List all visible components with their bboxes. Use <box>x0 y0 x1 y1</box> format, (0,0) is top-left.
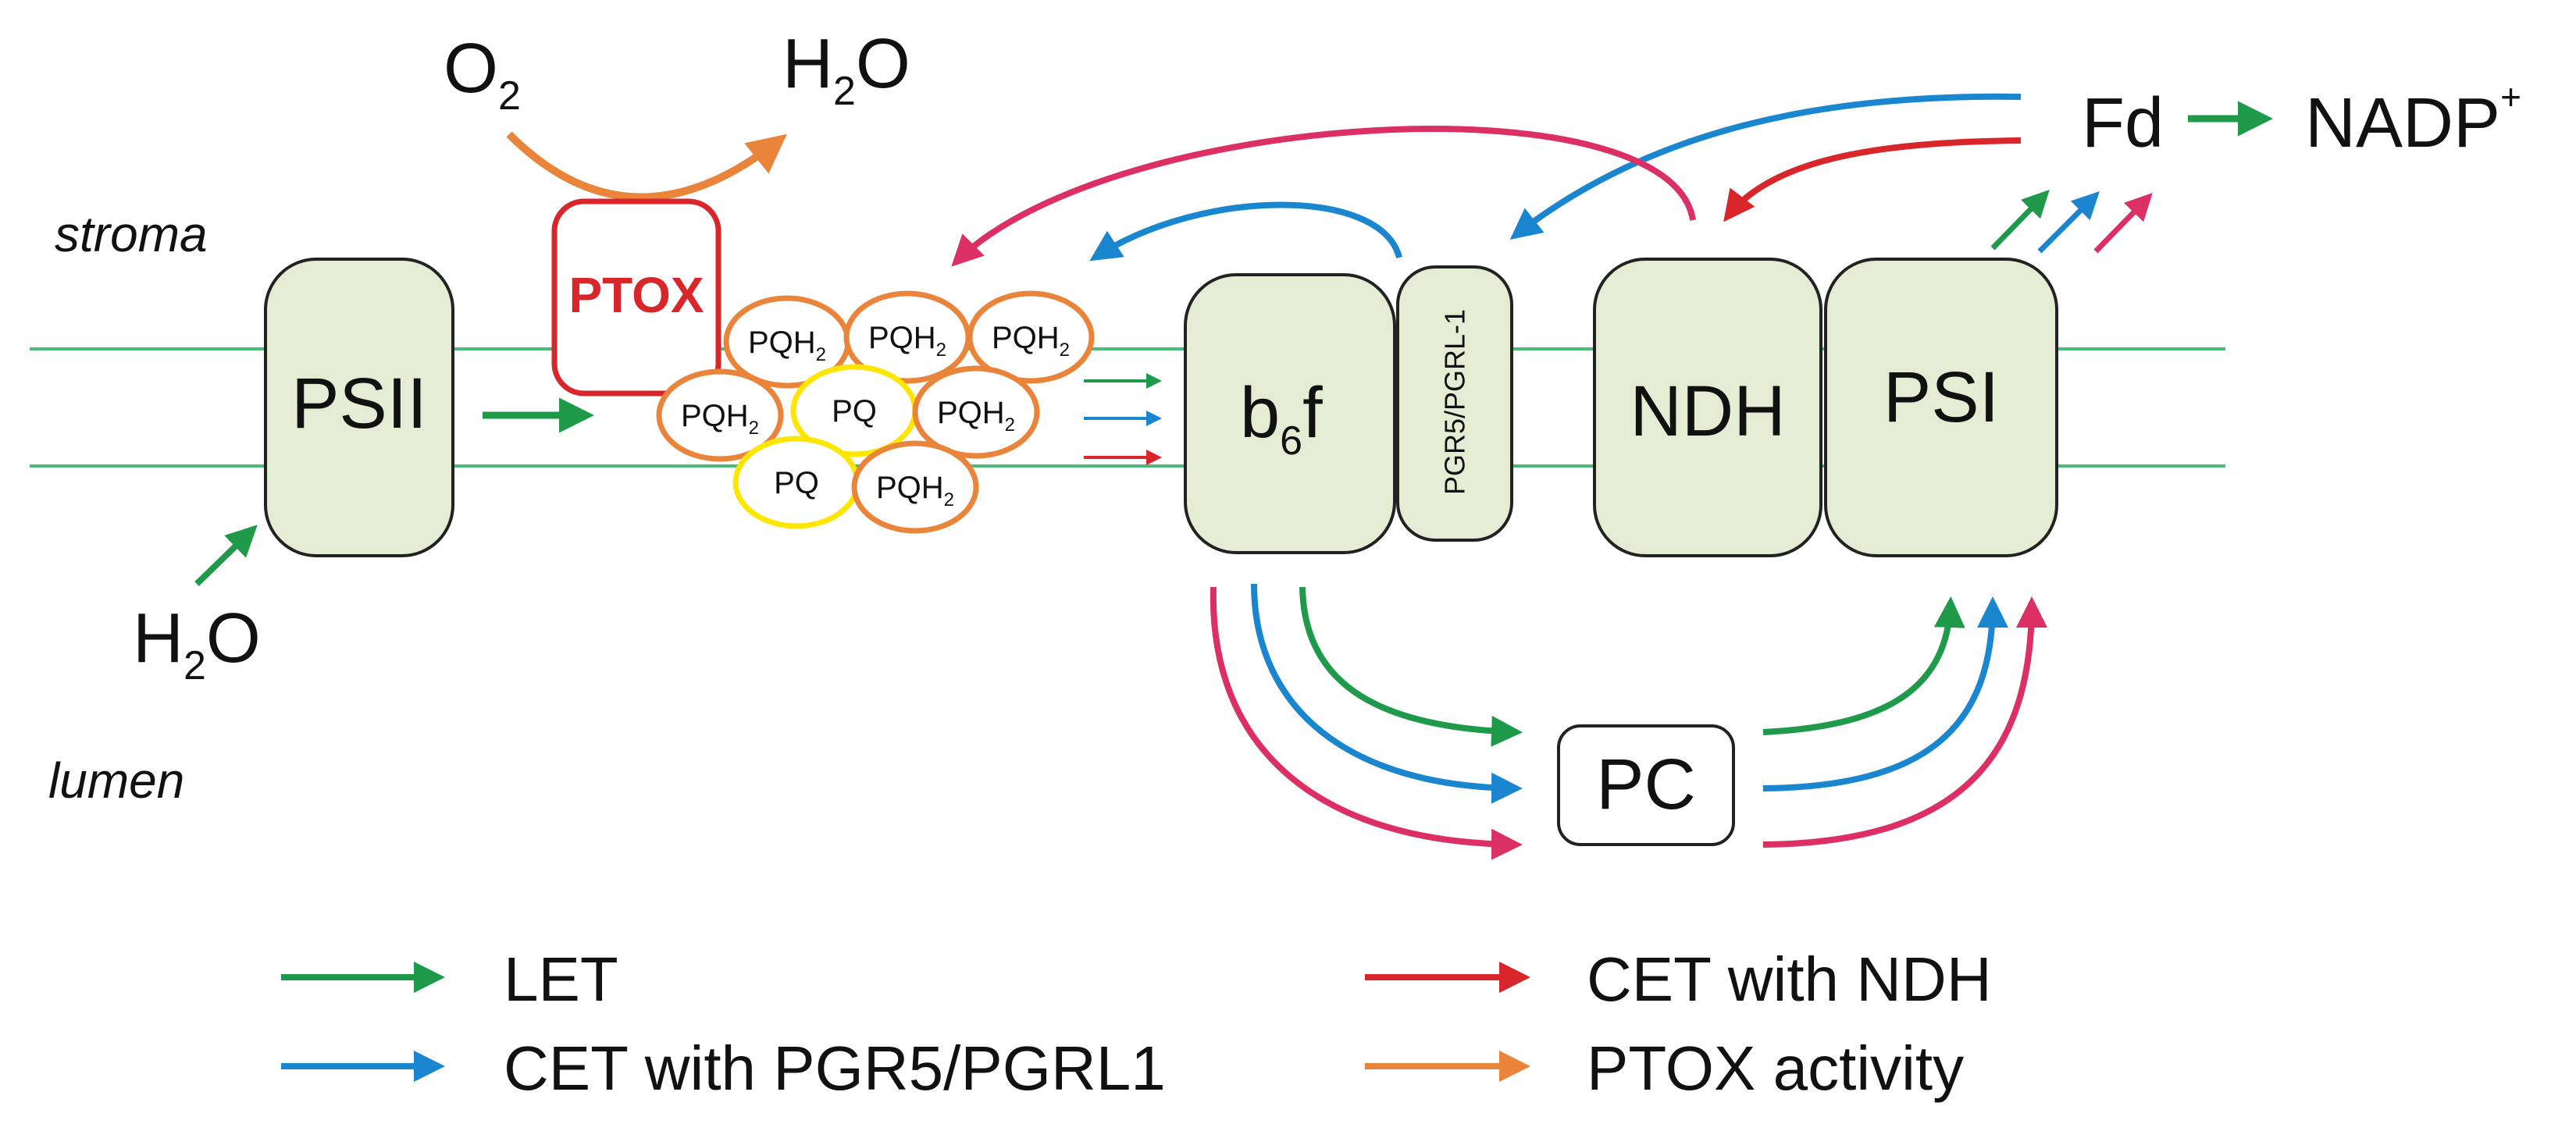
pc-box <box>1557 724 1735 846</box>
h2o-substrate-label: H2O <box>133 599 261 688</box>
pqh2-ring <box>912 365 1040 459</box>
o2-label: O2 <box>444 30 521 119</box>
nadp-label: NADP+ <box>2305 76 2521 162</box>
ndh-label: NDH <box>1630 372 1785 451</box>
psi-complex <box>1824 258 2058 557</box>
water-to-psii-arrow <box>194 525 258 586</box>
b6f-label: b6f <box>1240 373 1323 464</box>
stroma-label: stroma <box>55 206 208 262</box>
pqh2-ring <box>851 440 979 534</box>
ndh-complex <box>1593 258 1822 557</box>
pc-to-psi-pgr5-arrow <box>1762 596 2008 791</box>
psi-label: PSI <box>1883 357 1999 437</box>
plastoquinone-pool: PQH2 PQH2 PQH2 PQH2 PQ PQH2 PQ PQH2 <box>656 290 1095 534</box>
legend-pgr5-label: CET with PGR5/PGRL1 <box>504 1033 1166 1103</box>
fd-to-pgr5-arrow <box>1509 93 2022 240</box>
pqh2-label: PQH2 <box>868 321 946 361</box>
pq-label: PQ <box>832 394 877 429</box>
pc-label: PC <box>1596 745 1696 824</box>
psi-to-fd-ndh-arrow <box>2093 192 2153 254</box>
pqh2-ring <box>656 368 784 462</box>
pgr5-pgrl1-complex <box>1396 265 1513 542</box>
h2o-product-label: H2O <box>782 25 910 114</box>
psii-label: PSII <box>291 364 427 443</box>
b6f-complex <box>1184 273 1396 554</box>
pqh2-label: PQH2 <box>937 396 1015 436</box>
legend-ndh-label: CET with NDH <box>1587 944 1992 1014</box>
pgr5-to-pq-arrow <box>1089 201 1402 261</box>
pgr5-pgrl1-label: PGR5/PGRL-1 <box>1439 309 1471 495</box>
ptox-oxygen-arrow <box>506 131 787 201</box>
legend-let-label: LET <box>504 944 618 1014</box>
pqh2-label: PQH2 <box>681 399 759 439</box>
psi-to-fd-pgr5-arrow <box>2037 191 2100 254</box>
ndh-to-pq-arrow <box>951 126 1696 267</box>
pc-to-psi-ndh-arrow <box>1762 596 2047 848</box>
b6f-to-pc-pgr5-arrow <box>1251 583 1523 804</box>
b6f-to-pc-let-arrow <box>1299 586 1523 747</box>
lumen-label: lumen <box>48 752 184 809</box>
ptox-enzyme <box>551 198 721 397</box>
pqh2-label: PQH2 <box>876 471 954 510</box>
pc-to-psi-let-arrow <box>1762 596 1965 735</box>
fd-to-ndh-arrow <box>1723 137 2022 222</box>
psii-complex <box>264 258 454 557</box>
pq-label: PQ <box>774 466 819 500</box>
pqh2-ring <box>967 290 1095 384</box>
pqh2-label: PQH2 <box>992 321 1070 361</box>
legend-ptox-label: PTOX activity <box>1587 1033 1964 1103</box>
fd-label: Fd <box>2082 84 2164 162</box>
b6f-to-pc-ndh-arrow <box>1210 586 1523 860</box>
legend: LET CET with PGR5/PGRL1 CET with NDH PTO… <box>281 944 1992 1103</box>
pqh2-label: PQH2 <box>748 325 826 365</box>
ptox-label: PTOX <box>568 267 704 323</box>
psi-to-fd-let-arrow <box>1990 189 2050 251</box>
